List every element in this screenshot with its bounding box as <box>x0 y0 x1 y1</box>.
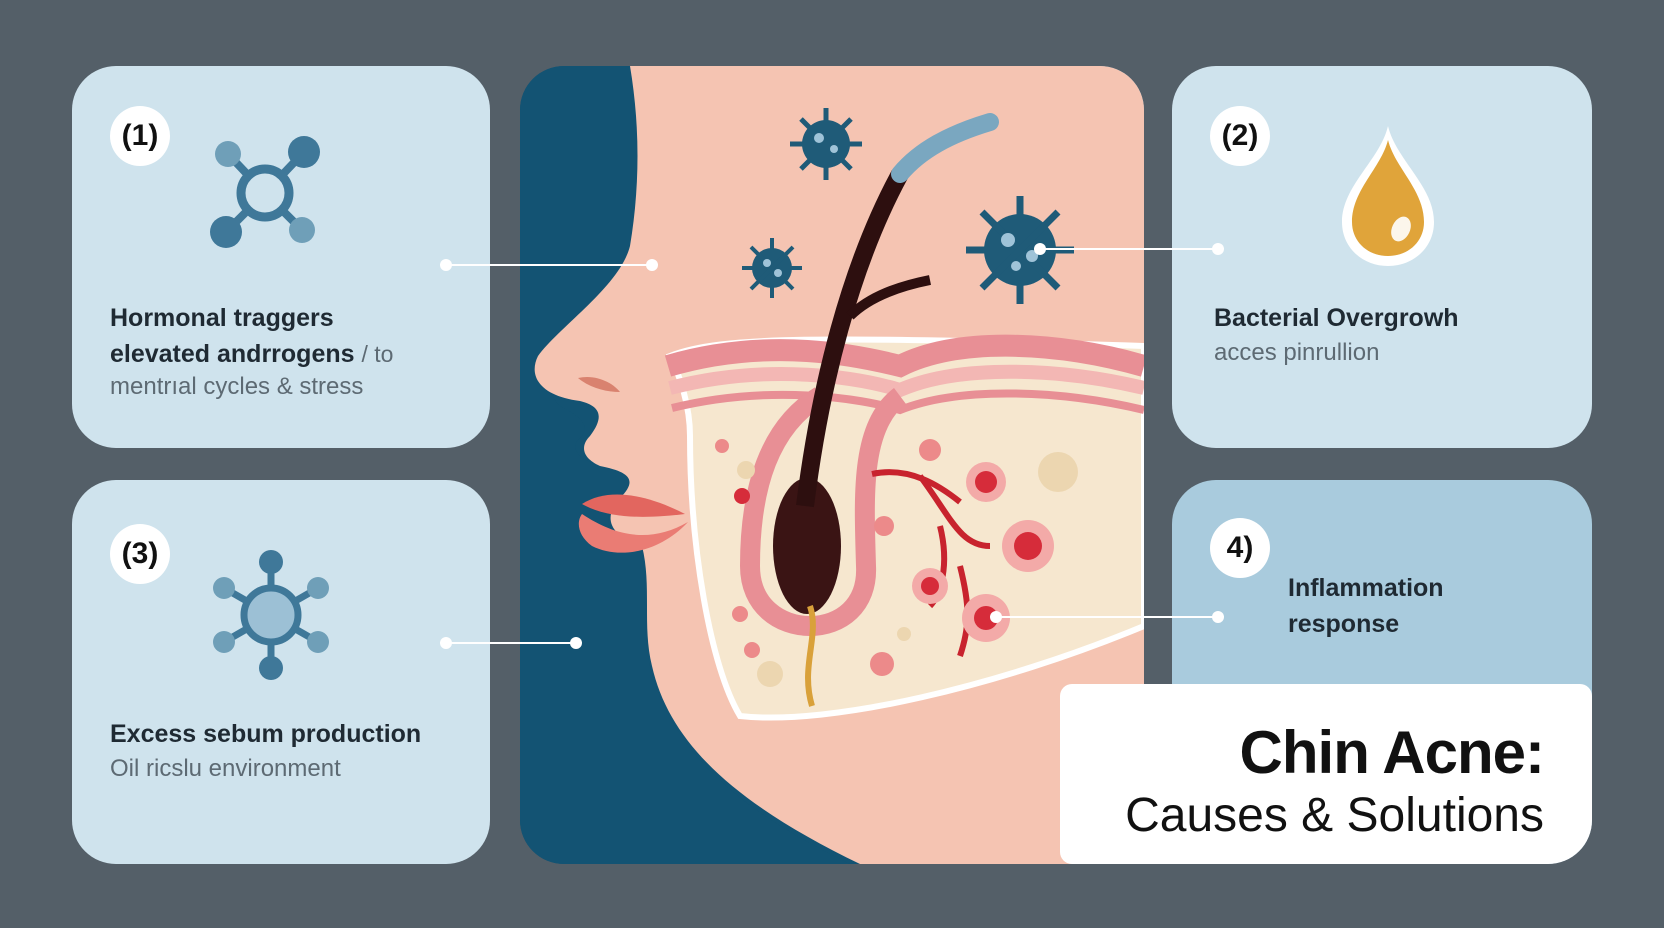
nostril <box>578 376 620 392</box>
connector-dot <box>646 259 658 271</box>
connector-line-3 <box>446 642 576 644</box>
upper-lip <box>582 494 685 517</box>
step-badge-3: (3) <box>110 524 170 584</box>
oil-drop-icon <box>1342 126 1434 266</box>
card-subtitle: acces pinrullion <box>1214 339 1380 366</box>
card-title-line: Bacterial Overgrowh <box>1214 304 1459 332</box>
card-subtitle: mentrıal cycles & stress <box>110 373 364 400</box>
card-title-line: Excess sebum production <box>110 720 422 748</box>
card-title-line: response <box>1288 610 1400 638</box>
connector-dot <box>440 259 452 271</box>
cause-card-bacterial: (2) Bacterial Overgrowh acces pinrullion <box>1172 66 1592 448</box>
card-title-text: elevated andrrogens <box>110 340 355 368</box>
page-title: Chin Acne: <box>1239 719 1545 786</box>
connector-dot <box>570 637 582 649</box>
page-subtitle: Causes & Solutions <box>1125 789 1544 842</box>
skin-cross-section-illustration <box>520 66 1144 864</box>
cause-card-hormonal: (1) Hormonal traggers elevated andrrogen… <box>72 66 490 448</box>
connector-dot <box>990 611 1002 623</box>
connector-dot <box>1034 243 1046 255</box>
connector-line-1 <box>446 264 654 266</box>
face-skin-diagram <box>520 66 1144 864</box>
oil-duct <box>805 605 816 707</box>
hormone-molecule-icon <box>210 136 320 248</box>
card-title-line: Hormonal traggers <box>110 304 334 332</box>
connector-dot <box>1212 611 1224 623</box>
card-title-line: elevated andrrogens / to <box>110 336 393 372</box>
title-box: Chin Acne: Causes & Solutions <box>1060 684 1592 864</box>
epidermis-layer <box>664 334 1144 378</box>
bacteria-cluster <box>742 108 1074 304</box>
cause-card-sebum: (3) Excess sebum production Oil ricslu e… <box>72 480 490 864</box>
sebum-molecule-icon <box>213 550 329 680</box>
card-subtitle: Oil ricslu environment <box>110 755 341 782</box>
connector-line-4 <box>996 616 1220 618</box>
step-badge-1: (1) <box>110 106 170 166</box>
card-title-line: Inflammation <box>1288 574 1444 602</box>
step-badge-2: (2) <box>1210 106 1270 166</box>
card-title-suffix: / to <box>361 341 394 367</box>
connector-line-2 <box>1040 248 1220 250</box>
lower-lip <box>578 514 688 553</box>
step-badge-4: 4) <box>1210 518 1270 578</box>
follicle-bulb <box>773 478 841 614</box>
hair-shaft <box>796 169 908 508</box>
connector-dot <box>1212 243 1224 255</box>
inflamed-pustules <box>912 462 1054 642</box>
connector-dot <box>440 637 452 649</box>
